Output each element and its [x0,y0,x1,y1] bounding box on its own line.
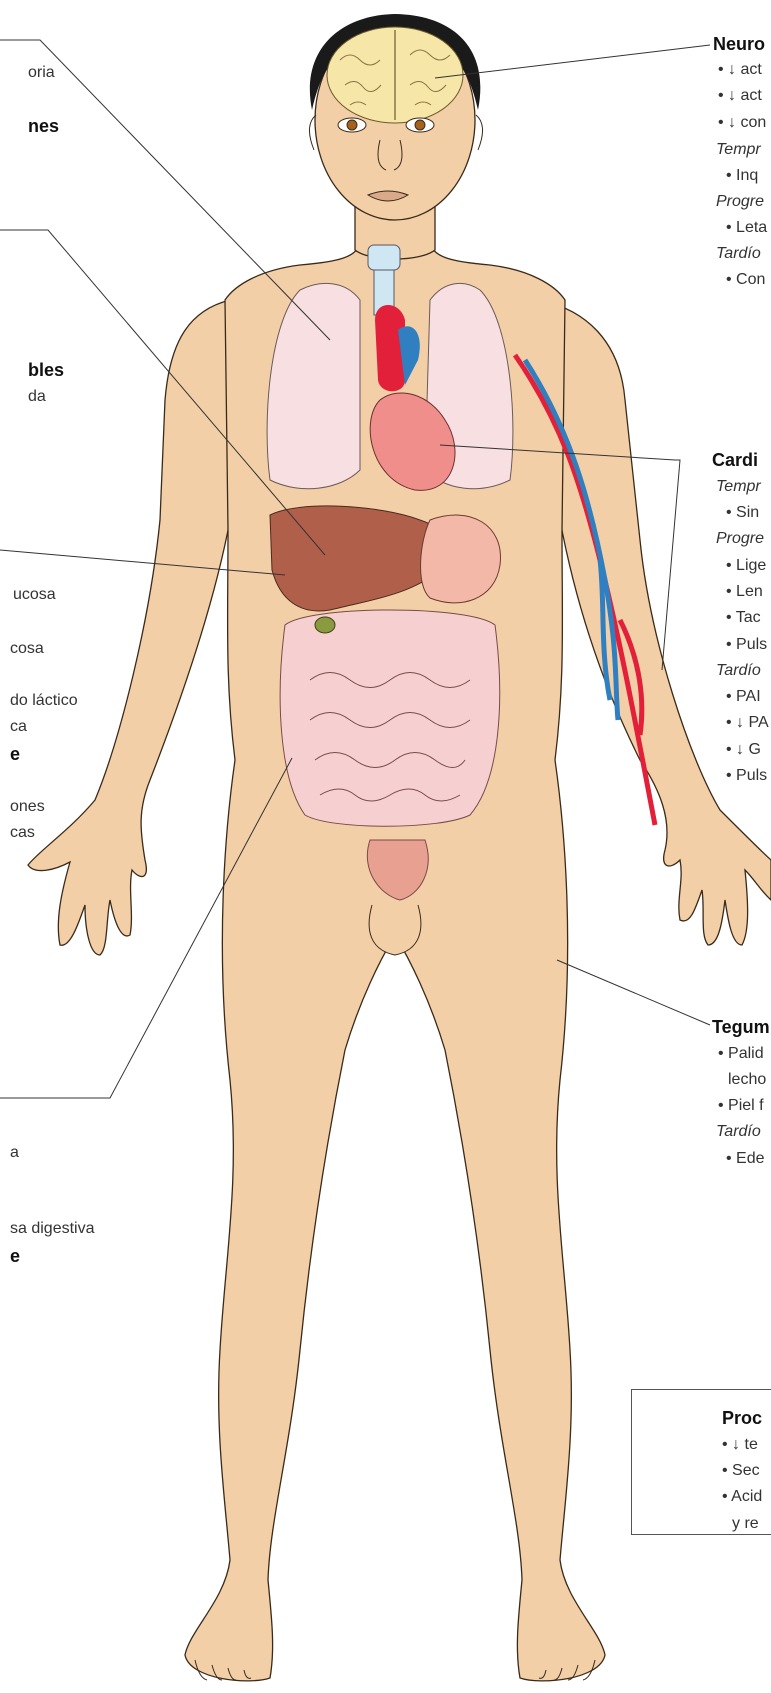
cardio-item: • Len [726,582,763,602]
cellular-title: Proc [722,1408,762,1428]
left-fragment: do láctico [10,691,78,711]
brain [327,27,463,123]
cardio-item: • Puls [726,635,767,655]
left-fragment: e [10,744,20,764]
stomach [421,515,501,603]
cellular-item: • ↓ te [722,1435,758,1455]
neuro-title: Neuro [713,34,765,54]
left-fragment: da [28,387,46,407]
left-fragment: oria [28,63,55,83]
neuro-item: • Leta [726,218,767,238]
cellular-item: • Sec [722,1461,760,1481]
neuro-item: • ↓ act [718,60,762,80]
neuro-heading: Tardío [716,244,761,264]
left-fragment: sa digestiva [10,1219,95,1239]
cardio-item: • ↓ PA [726,713,769,733]
cardio-heading: Tardío [716,661,761,681]
cellular-item: • Acid [722,1487,762,1507]
cardio-item: • Puls [726,766,767,786]
gallbladder [315,617,335,633]
cellular-item: y re [732,1514,759,1534]
tegum-item: • Palid [718,1044,764,1064]
left-fragment: cosa [10,639,44,659]
neuro-heading: Progre [716,192,764,212]
tegum-item: • Ede [726,1149,765,1169]
left-fragment: nes [28,116,59,136]
left-fragment: bles [28,360,64,380]
left-fragment: ones [10,797,45,817]
cardio-item: • ↓ G [726,740,761,760]
cardio-heading: Progre [716,529,764,549]
cardio-item: • PAI [726,687,761,707]
cardio-item: • Lige [726,556,766,576]
neuro-item: • ↓ act [718,86,762,106]
left-fragment: ca [10,717,27,737]
tegum-item: lecho [728,1070,766,1090]
cardio-title: Cardi [712,450,758,470]
left-fragment: cas [10,823,35,843]
neuro-heading: Tempr [716,140,761,160]
tegum-heading: Tardío [716,1122,761,1142]
left-fragment: ucosa [13,585,56,605]
neuro-item: • ↓ con [718,113,766,133]
left-fragment: e [10,1246,20,1266]
neuro-item: • Con [726,270,765,290]
cardio-item: • Sin [726,503,759,523]
tegum-item: • Piel f [718,1096,764,1116]
left-fragment: a [10,1143,19,1163]
cardio-item: • Tac [726,608,761,628]
cardio-heading: Tempr [716,477,761,497]
tegum-title: Tegum [712,1017,770,1037]
neuro-item: • Inq [726,166,758,186]
